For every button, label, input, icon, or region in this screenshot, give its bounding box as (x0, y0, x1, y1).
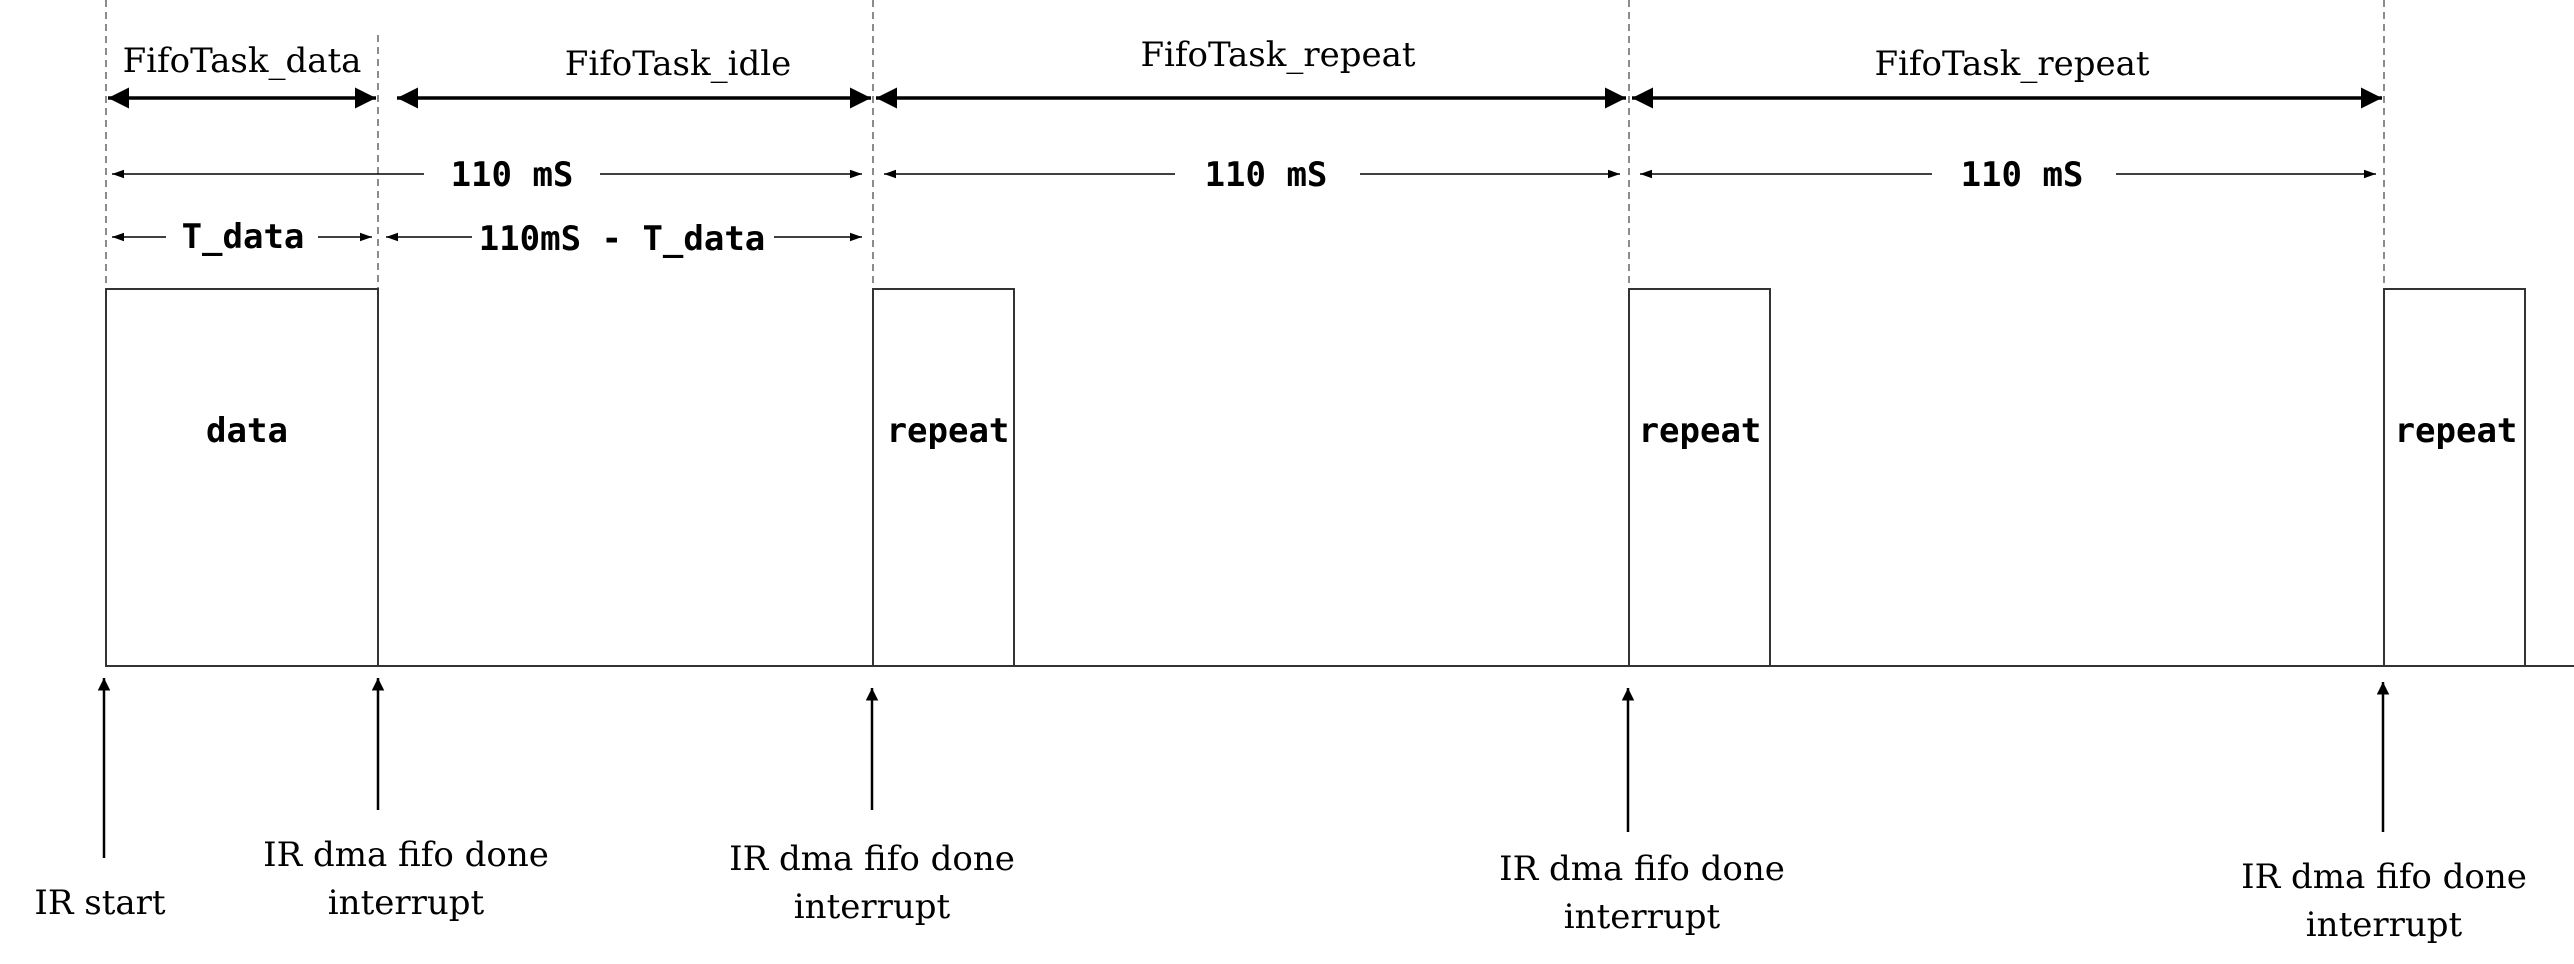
pulse-label-data: data (206, 411, 288, 451)
event-label-4-line1: IR dma fifo done (2241, 857, 2527, 897)
duration-label-1: 110 mS (451, 155, 574, 195)
event-label-1-line2: interrupt (328, 883, 485, 923)
duration-label-3: 110 mS (1961, 155, 2084, 195)
event-label-4-line2: interrupt (2306, 905, 2463, 945)
event-labels: IR start IR dma fifo done interrupt IR d… (34, 835, 2526, 945)
event-label-2-line2: interrupt (794, 887, 951, 927)
pulse-label-repeat-3: repeat (2395, 411, 2518, 451)
event-label-1-line1: IR dma fifo done (263, 835, 549, 875)
pulse-data (105, 288, 379, 667)
event-label-2-line1: IR dma fifo done (729, 839, 1015, 879)
pulse-label-repeat-1: repeat (887, 411, 1010, 451)
task-label-repeat-2: FifoTask_repeat (1874, 44, 2149, 84)
pulse-repeat-2 (1628, 288, 1771, 667)
event-label-3-line1: IR dma fifo done (1499, 849, 1785, 889)
sub-duration-labels: T_data 110mS - T_data (182, 217, 766, 259)
event-label-ir-start: IR start (34, 883, 165, 923)
task-labels: FifoTask_data FifoTask_idle FifoTask_rep… (123, 35, 2150, 84)
guide-lines (105, 0, 2385, 288)
duration-labels: 110 mS 110 mS 110 mS (451, 155, 2084, 195)
pulse-repeat-1 (872, 288, 1015, 667)
sub-label-rest: 110mS - T_data (479, 219, 766, 259)
task-label-data: FifoTask_data (123, 41, 362, 81)
task-label-repeat-1: FifoTask_repeat (1140, 35, 1415, 75)
pulse-repeat-3 (2383, 288, 2526, 667)
duration-label-2: 110 mS (1205, 155, 1328, 195)
pulse-label-repeat-2: repeat (1639, 411, 1762, 451)
pulses (105, 288, 2526, 667)
pulse-labels: data repeat repeat repeat (206, 411, 2517, 451)
sub-label-tdata: T_data (182, 217, 305, 257)
event-arrows (97, 678, 2390, 858)
task-label-idle: FifoTask_idle (565, 44, 792, 84)
event-label-3-line2: interrupt (1564, 897, 1721, 937)
